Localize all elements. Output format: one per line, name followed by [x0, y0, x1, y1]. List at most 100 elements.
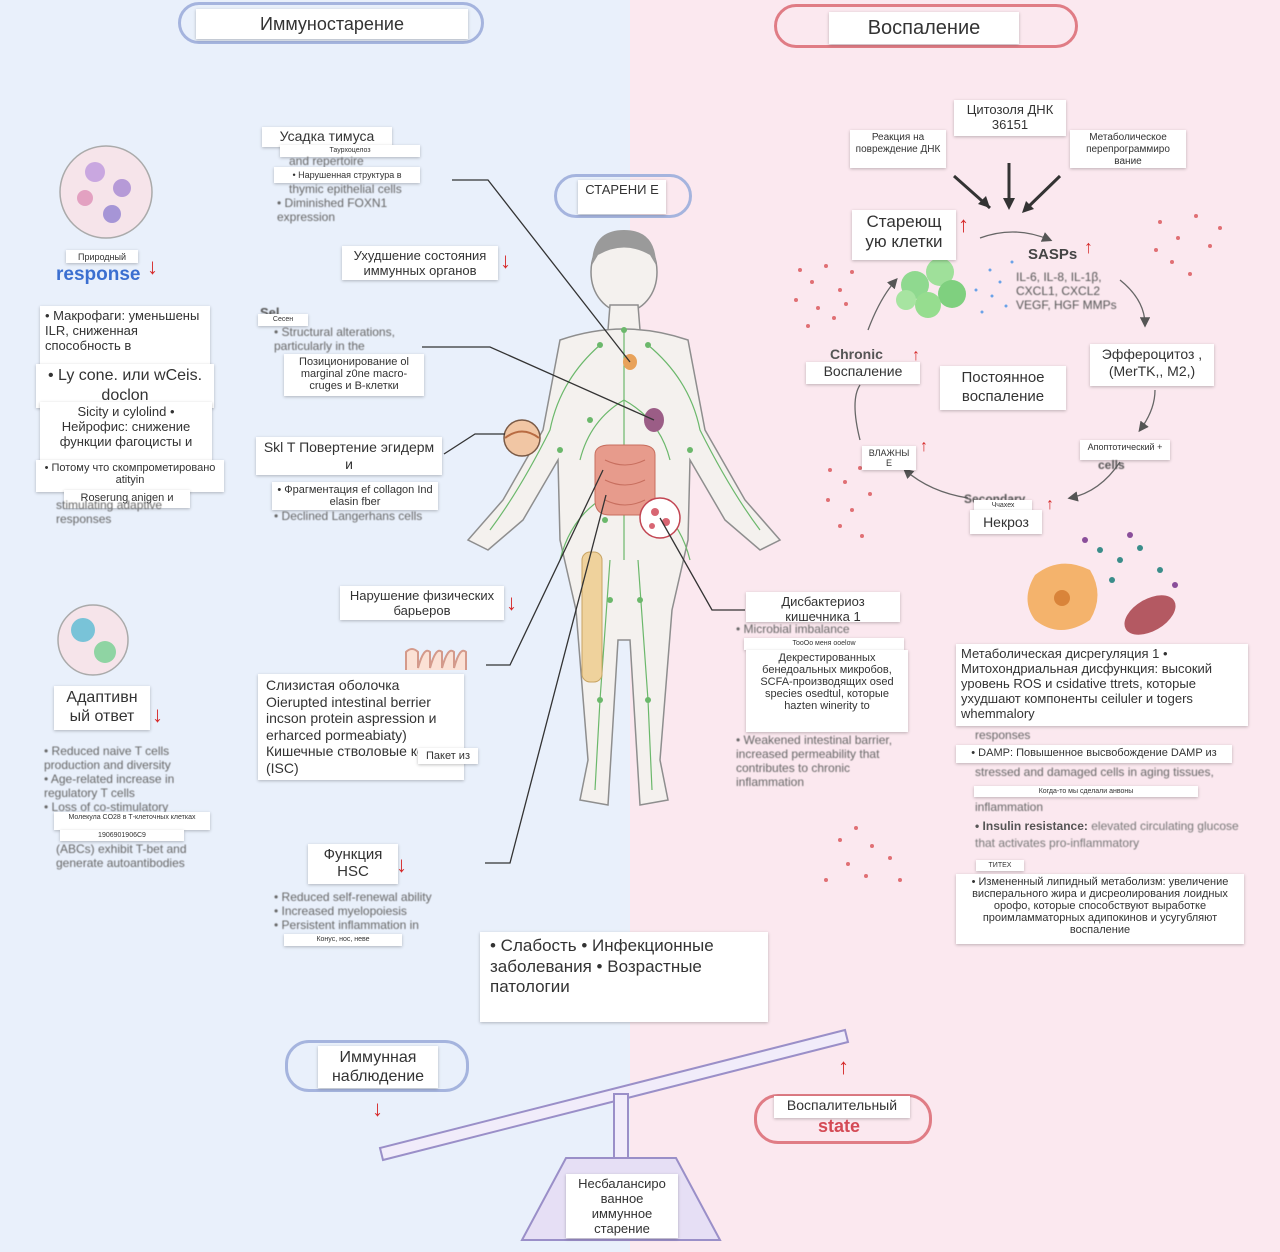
sasp-dots: [974, 260, 1014, 314]
senescent-up-arrow: ↑: [958, 212, 969, 237]
mitochondria-icon: [1124, 595, 1176, 635]
moist-label: ВЛАЖНЫ Е: [862, 446, 916, 470]
hsc-bullet-1: • Reduced self-renewal ability: [274, 890, 432, 904]
hsc-tag: Конус, нос, неве: [284, 934, 402, 946]
damp-tag: Когда-то мы сделали анвоны: [974, 786, 1198, 797]
efferocytosis-label: Эффероцитоз , (MerTK,, M2,): [1090, 344, 1214, 386]
ly-cone-note: • Ly cone. или wCeis. doclon: [36, 364, 214, 408]
spleen-tag: Сесен: [258, 314, 308, 326]
skin-bullet-1: • Фрагментация ef collagon Ind elasin fb…: [272, 482, 438, 510]
seesaw-post: [613, 1093, 629, 1159]
dna-damage-label: Реакция на повреждение ДНК: [850, 130, 946, 168]
sasps-title: SASPs: [1028, 246, 1078, 263]
damp-inflammation: inflammation: [975, 800, 1044, 814]
thymus-bullet-2: • Нарушенная структура в: [274, 167, 420, 183]
surveillance-down-arrow: ↓: [372, 1096, 383, 1121]
mucosa-box: Слизистая оболочка Oierupted intestinal …: [258, 674, 464, 780]
adaptive-down-arrow: ↓: [152, 702, 163, 727]
dysbiosis-tag: TooOo меня ooelow: [744, 638, 904, 650]
thymus-tag: Таурхоцелоз: [280, 145, 420, 157]
senescent-cells-label: Стареющ ую клетки: [852, 210, 956, 260]
dysbiosis-title: Дисбактериоз кишечника 1: [746, 592, 900, 624]
inflammatory-state-pill: [754, 1094, 932, 1144]
innate-label: Природный: [66, 250, 138, 263]
sicity-note: Sicity и cylolind • Нейрофис: снижение ф…: [40, 402, 212, 462]
skin-title: Skl T Повертение эгидерм и: [256, 437, 442, 475]
thymus-bullet-1: and repertoire: [289, 154, 364, 168]
hsc-bullet-3: • Persistent inflammation in: [274, 918, 419, 932]
insulin-resistance-bold: • Insulin resistance:: [975, 819, 1088, 833]
skin-magnifier: [503, 419, 541, 457]
necrosis-label: Некроз: [970, 510, 1042, 534]
metabolic-box: Метаболическая дисрегуляция 1 • Митохонд…: [956, 644, 1248, 726]
innate-down-arrow: ↓: [147, 254, 158, 279]
aging-label: СТАРЕНИ Е: [578, 180, 666, 214]
potomu-note: • Потому что скомпрометировано atityin: [36, 460, 224, 492]
aging-pill: [554, 174, 692, 218]
adaptive-blur-text: stimulating adaptive responses: [56, 498, 163, 526]
imbalance-label: Несбалансиро ванное иммунное старение: [566, 1174, 678, 1238]
human-body: [466, 231, 782, 806]
adaptive-cell-icon: [57, 604, 129, 676]
damp-bullet: stressed and damaged cells in aging tiss…: [975, 765, 1214, 779]
lipid-box: • Измененный липидный метаболизм: увелич…: [956, 874, 1244, 944]
metabolic-responses: responses: [975, 728, 1031, 742]
cycle-arrows: [854, 231, 1156, 502]
persistent-inflammation-label: Постоянное воспаление: [940, 366, 1066, 410]
connector-lines: [422, 179, 745, 864]
innate-cell-icon: [59, 145, 153, 239]
cytosol-dna-label: Цитозоля ДНК 36151: [954, 100, 1066, 136]
right-background: [630, 0, 1280, 1252]
state-word: state: [818, 1116, 861, 1136]
secondary-tag: Ччахех: [974, 500, 1032, 511]
outcomes-box: • Слабость • Инфекционные заболевания • …: [480, 932, 768, 1022]
hsc-bullet-2: • Increased myelopoiesis: [274, 904, 407, 918]
macrophage-note: • Макрофаги: уменьшены ILR, сниженная сп…: [40, 306, 210, 368]
barrier-down-arrow: ↓: [506, 590, 517, 615]
spleen-box: Позиционирование ol marginal z0ne macro-…: [284, 354, 424, 396]
cytokine-dots: [794, 214, 1222, 882]
skin-bullet-2: • Declined Langerhans cells: [274, 509, 423, 523]
sasps-list: IL-6, IL-8, IL-1β, CXCL1, CXCL2 VEGF, HG…: [1016, 270, 1117, 312]
moist-up-arrow: ↑: [920, 438, 928, 455]
header-inflammation-pill: [774, 4, 1078, 48]
adaptive-tag-2: 1906901906C9: [60, 830, 184, 841]
thymus-bullet-4: • Diminished FOXN1 expression: [277, 196, 388, 224]
header-immunosenescence-pill: [178, 2, 484, 44]
adaptive-title: Адаптивн ый ответ: [54, 686, 150, 730]
innate-response-word: response: [56, 264, 141, 285]
apoptotic-cells-label: Апоптотический +: [1080, 440, 1170, 460]
spleen-bullet-1: • Structural alterations, particularly i…: [274, 325, 395, 353]
hsc-title: Функция HSC: [308, 844, 398, 884]
secondary-up-arrow: ↑: [1046, 496, 1054, 513]
adaptive-tag-1: Молекула CO28 в Т-клеточных клетках: [54, 812, 210, 830]
immune-organs-label: Ухудшение состояния иммунных органов: [342, 246, 498, 280]
adaptive-bullet-3: • Loss of co-stimulatory: [44, 800, 169, 814]
adaptive-bullet-1: • Reduced naive T cells production and d…: [44, 744, 171, 772]
chronic-up-arrow: ↑: [912, 347, 920, 364]
roserung-note: Roserung anigen и: [64, 490, 190, 508]
insulin-tag: ТИТЕХ: [976, 860, 1024, 871]
surveillance-pill: [285, 1040, 469, 1092]
inflammatory-up-arrow: ↑: [838, 1054, 849, 1079]
mucosa-tag: Пакет из: [418, 748, 478, 764]
metabolic-reprogramming-label: Метаболическое перепрограммиро вание: [1070, 130, 1186, 168]
adaptive-bullet-2: • Age-related increase in regulatory T c…: [44, 772, 175, 800]
hsc-down-arrow: ↓: [396, 852, 407, 877]
inflammatory-state-label: Воспалительный: [774, 1096, 910, 1118]
cells-word: cells: [1098, 458, 1125, 472]
senescent-cell-icon: [896, 258, 966, 318]
dysbiosis-bullet-2: • Weakened intestinal barrier, increased…: [736, 733, 893, 789]
adaptive-bullet-4: (ABCs) exhibit T-bet and generate autoan…: [56, 842, 187, 870]
insulin-resistance-text: elevated circulating glucose that activa…: [975, 819, 1239, 850]
chronic-inflammation-label: Воспаление: [806, 362, 920, 384]
surveillance-label: Иммунная наблюдение: [318, 1046, 438, 1088]
thymus-bullet-3: thymic epithelial cells: [289, 182, 402, 196]
chronic-word: Chronic: [830, 346, 883, 362]
insulin-resistance: • Insulin resistance: elevated circulati…: [975, 818, 1245, 852]
dysbiosis-bullet-1: • Microbial imbalance: [736, 622, 850, 636]
header-inflammation: Воспаление: [829, 12, 1019, 44]
sasps-up-arrow: ↑: [1084, 237, 1093, 257]
damp-label: • DAMP: Повышенное высвобождение DAMP из: [956, 745, 1232, 763]
